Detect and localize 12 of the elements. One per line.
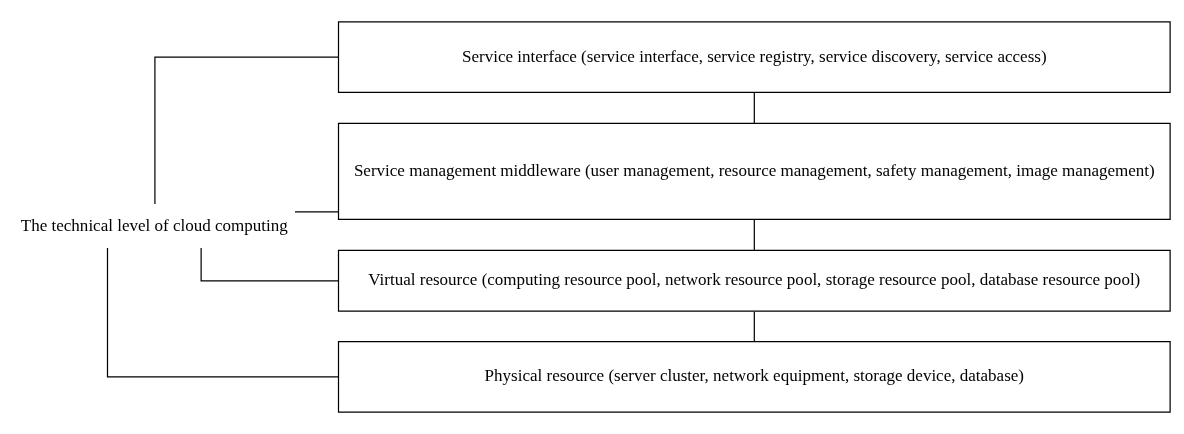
connector	[753, 311, 755, 342]
connector	[106, 247, 339, 378]
node-box: Service management middleware (user management, resource management, safety management, image management)	[337, 122, 1171, 221]
node-box: Physical resource (server cluster, network equipment, storage device, database)	[337, 341, 1171, 413]
connector	[200, 247, 339, 282]
node-box: Service interface (service interface, service registry, service discovery, service access)	[337, 21, 1171, 93]
connector	[753, 219, 755, 251]
connector	[294, 211, 339, 213]
node-box: Virtual resource (computing resource pool, network resource pool, storage resource pool, database resource pool)	[337, 249, 1171, 312]
connector	[154, 56, 340, 205]
connector	[753, 92, 755, 124]
node-text: The technical level of cloud computing	[20, 215, 288, 235]
